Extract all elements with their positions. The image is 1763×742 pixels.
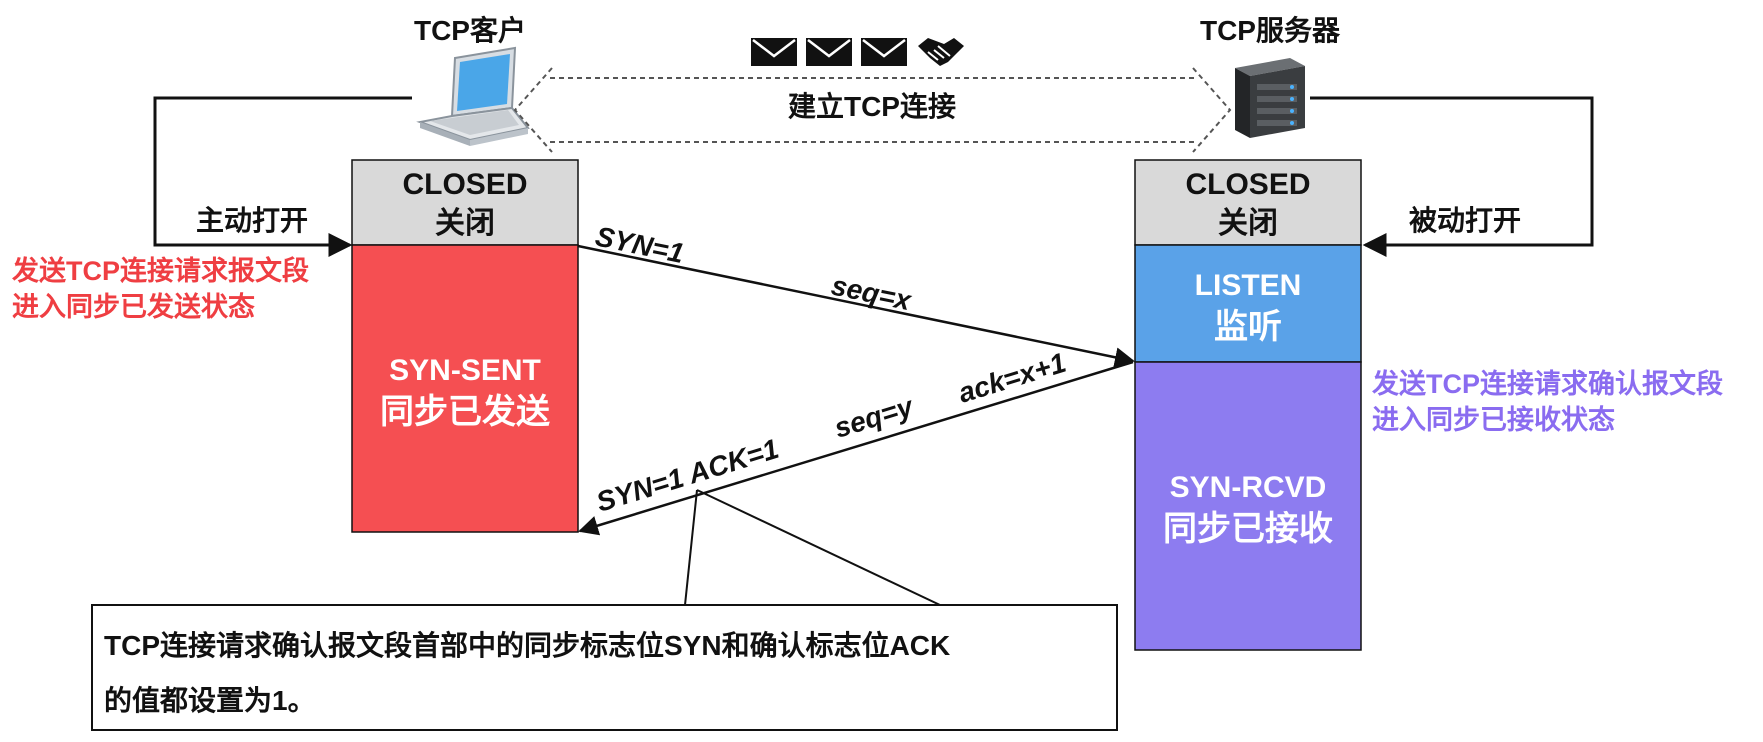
client-closed-box (351, 159, 579, 246)
server-note-line1: 发送TCP连接请求确认报文段 (1371, 368, 1723, 399)
server-synrcvd-box (1134, 361, 1362, 651)
envelope-icon (861, 38, 907, 66)
handshake-icon (918, 38, 964, 66)
segment2-flags: SYN=1 ACK=1 (593, 433, 783, 518)
connection-channel (513, 67, 1232, 153)
server-title: TCP服务器 (1200, 15, 1341, 46)
server-state-column: CLOSED 关闭 LISTEN 监听 SYN-RCVD 同步已接收 (1134, 159, 1362, 651)
laptop-icon (416, 46, 530, 146)
connection-label: 建立TCP连接 (788, 90, 956, 122)
envelope-icon (806, 38, 852, 66)
client-synsent-box (351, 244, 579, 533)
active-open-arrow (153, 96, 412, 257)
client-note-line1: 发送TCP连接请求报文段 (11, 255, 309, 286)
callout-line1: TCP连接请求确认报文段首部中的同步标志位SYN和确认标志位ACK (104, 629, 950, 661)
server-synrcvd-en: SYN-RCVD (1170, 471, 1327, 504)
client-title: TCP客户 (414, 14, 526, 46)
client-note-line2: 进入同步已发送状态 (12, 291, 255, 322)
passive-open-arrow (1310, 96, 1594, 257)
server-icon (1235, 58, 1305, 138)
segment2-seq: seq=y (831, 390, 918, 444)
server-closed-en: CLOSED (1185, 168, 1310, 201)
callout-pointer (684, 489, 941, 606)
server-listen-en: LISTEN (1195, 269, 1302, 302)
callout-line2: 的值都设置为1。 (104, 684, 316, 716)
client-synsent-zh: 同步已发送 (380, 393, 550, 431)
client-closed-zh: 关闭 (435, 207, 495, 240)
server-closed-zh: 关闭 (1218, 207, 1278, 240)
server-synrcvd-zh: 同步已接收 (1163, 510, 1333, 548)
segment1-seq: seq=x (829, 270, 915, 317)
server-note-line2: 进入同步已接收状态 (1372, 405, 1615, 435)
segment2-arrow (578, 360, 1134, 536)
client-state-column: CLOSED 关闭 SYN-SENT 同步已发送 (351, 159, 579, 533)
segment1-flags: SYN=1 (593, 221, 687, 270)
segment1-arrow (577, 244, 1135, 368)
active-open-label: 主动打开 (196, 205, 308, 236)
client-closed-en: CLOSED (402, 168, 527, 201)
passive-open-label: 被动打开 (1409, 205, 1521, 236)
server-listen-zh: 监听 (1214, 308, 1282, 346)
client-synsent-en: SYN-SENT (389, 354, 541, 387)
envelope-icon (751, 38, 797, 66)
callout-box (91, 604, 1118, 731)
